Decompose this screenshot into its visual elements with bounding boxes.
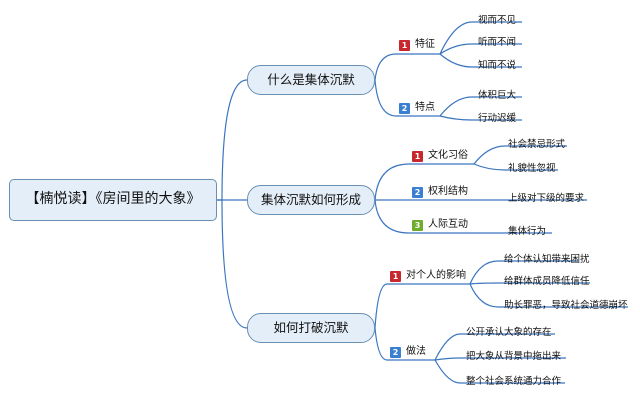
leaf-cognitive-trouble[interactable]: 给个体认知带来困扰 bbox=[504, 254, 590, 265]
branch-how-to-break-silence[interactable]: 如何打破沉默 bbox=[247, 313, 375, 343]
leaf-turn-deaf-ear[interactable]: 听而不闻 bbox=[478, 37, 517, 48]
leaf-lower-trust[interactable]: 给群体成员降低信任 bbox=[504, 276, 590, 287]
subtopic-personal-impact[interactable]: 1 对个人的影响 bbox=[390, 269, 466, 283]
root-node[interactable]: 【楠悦读】《房间里的大象》 bbox=[9, 179, 217, 221]
leaf-system-cooperation[interactable]: 整个社会系统通力合作 bbox=[466, 376, 562, 387]
priority-3-badge: 3 bbox=[412, 219, 423, 231]
leaf-huge-size[interactable]: 体积巨大 bbox=[478, 90, 517, 101]
subtopic-label: 做法 bbox=[406, 346, 426, 357]
leaf-group-behavior[interactable]: 集体行为 bbox=[508, 226, 547, 237]
subtopic-label: 对个人的影响 bbox=[406, 270, 466, 281]
branch-what-is-collective-silence[interactable]: 什么是集体沉默 bbox=[247, 65, 375, 95]
leaf-turn-blind-eye[interactable]: 视而不见 bbox=[478, 15, 517, 26]
priority-2-badge: 2 bbox=[390, 346, 401, 358]
leaf-polite-ignoring[interactable]: 礼貌性忽视 bbox=[508, 163, 556, 174]
subtopic-characteristics[interactable]: 1 特征 bbox=[399, 38, 435, 52]
subtopic-culture-customs[interactable]: 1 文化习俗 bbox=[412, 149, 468, 163]
leaf-superior-demands[interactable]: 上级对下级的要求 bbox=[508, 193, 585, 204]
priority-1-badge: 1 bbox=[399, 39, 410, 51]
priority-1-badge: 1 bbox=[412, 150, 423, 162]
leaf-social-taboo[interactable]: 社会禁忌形式 bbox=[508, 139, 566, 150]
leaf-acknowledge-elephant[interactable]: 公开承认大象的存在 bbox=[466, 327, 552, 338]
leaf-slow-action[interactable]: 行动迟缓 bbox=[478, 113, 517, 124]
priority-2-badge: 2 bbox=[399, 102, 410, 114]
branch-how-silence-forms[interactable]: 集体沉默如何形成 bbox=[247, 185, 375, 215]
subtopic-label: 权利结构 bbox=[428, 186, 468, 197]
leaf-know-but-silent[interactable]: 知而不说 bbox=[478, 60, 517, 71]
priority-2-badge: 2 bbox=[412, 186, 423, 198]
subtopic-label: 特征 bbox=[415, 39, 435, 50]
subtopic-label: 人际互动 bbox=[428, 219, 468, 230]
subtopic-interpersonal[interactable]: 3 人际互动 bbox=[412, 218, 468, 232]
subtopic-methods[interactable]: 2 做法 bbox=[390, 345, 426, 359]
subtopic-traits[interactable]: 2 特点 bbox=[399, 101, 435, 115]
subtopic-power-structure[interactable]: 2 权利结构 bbox=[412, 185, 468, 199]
subtopic-label: 特点 bbox=[415, 102, 435, 113]
priority-1-badge: 1 bbox=[390, 270, 401, 282]
subtopic-label: 文化习俗 bbox=[428, 150, 468, 161]
leaf-moral-collapse[interactable]: 助长罪恶，导致社会道德崩坏 bbox=[504, 300, 628, 311]
leaf-drag-elephant-out[interactable]: 把大象从背景中拖出来 bbox=[466, 351, 562, 362]
